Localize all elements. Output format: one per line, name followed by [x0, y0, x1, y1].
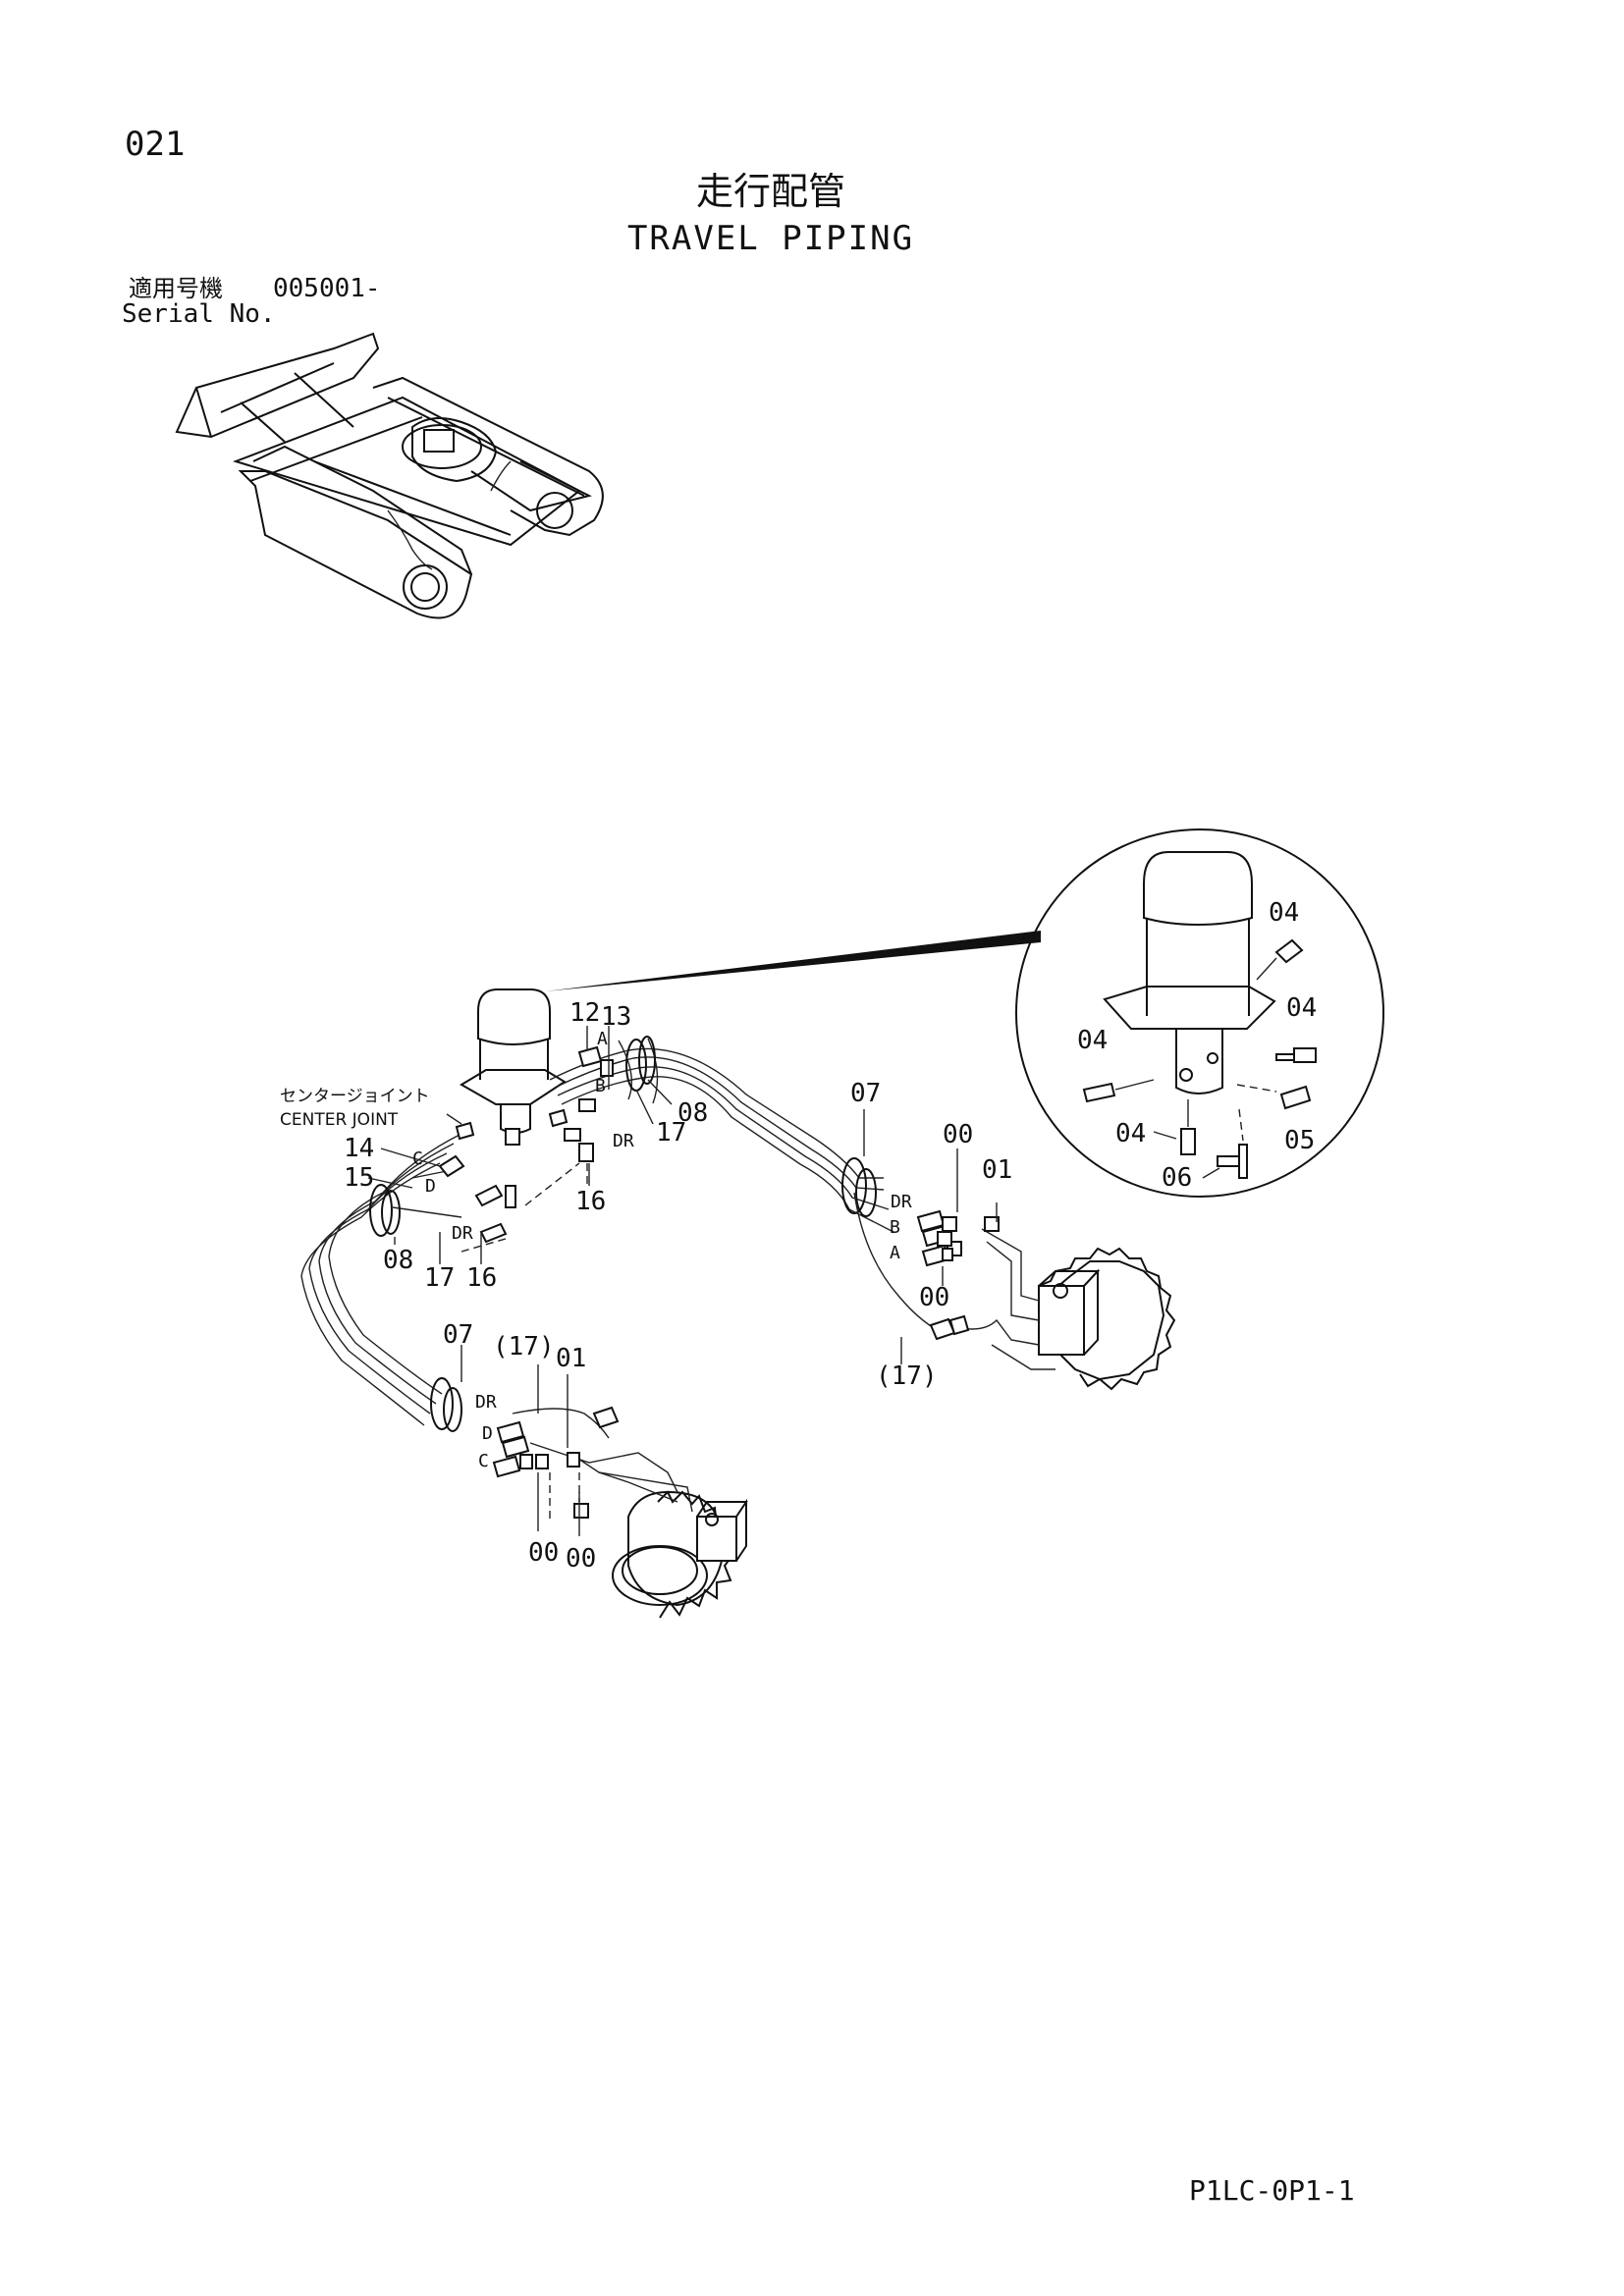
callout-00: 00: [919, 1283, 949, 1312]
callout-05: 05: [1284, 1126, 1315, 1155]
callout-04: 04: [1115, 1119, 1146, 1148]
port-label-d: D: [425, 1176, 436, 1197]
callout-07: 07: [850, 1079, 881, 1108]
callout-17-ref: (17): [876, 1362, 938, 1391]
port-label-a: A: [890, 1243, 900, 1263]
drawing-code: P1LC-0P1-1: [1189, 2174, 1355, 2207]
serial-label: Serial No.: [122, 299, 276, 329]
port-label-c: C: [412, 1148, 423, 1169]
callout-04: 04: [1269, 898, 1299, 928]
serial-number-value: 005001-: [273, 274, 381, 303]
callout-17: 17: [656, 1118, 686, 1148]
callout-00: 00: [943, 1120, 973, 1149]
detail-pointer: [545, 931, 1041, 991]
port-label-a: A: [597, 1029, 608, 1049]
travel-motor-right: [916, 1209, 1176, 1391]
callout-13: 13: [601, 1002, 631, 1032]
callout-00: 00: [528, 1538, 559, 1568]
fittings-center: [438, 1045, 614, 1253]
callout-01: 01: [556, 1344, 586, 1373]
port-label-b: B: [595, 1076, 606, 1096]
travel-motor-left: [492, 1406, 748, 1619]
port-label-dr: DR: [475, 1392, 497, 1413]
port-label-dr: DR: [613, 1131, 634, 1151]
callout-01: 01: [982, 1155, 1012, 1185]
center-joint-detail-view: 04 04 04 04 05 06: [1015, 828, 1384, 1198]
callout-04: 04: [1077, 1026, 1108, 1055]
callout-00: 00: [566, 1544, 596, 1574]
callout-14: 14: [344, 1134, 374, 1163]
callout-12: 12: [569, 998, 600, 1028]
callout-04: 04: [1286, 993, 1317, 1023]
center-joint: [460, 988, 567, 1134]
page-title: TRAVEL PIPING: [626, 219, 915, 258]
leader-lines: [367, 1026, 998, 1536]
callout-16: 16: [466, 1263, 497, 1293]
callout-08: 08: [383, 1246, 413, 1275]
port-label-dr: DR: [891, 1192, 912, 1212]
callout-07: 07: [443, 1320, 473, 1350]
port-label-b: B: [890, 1217, 900, 1238]
hose-bundle-right: [549, 1036, 948, 1336]
callout-16: 16: [575, 1187, 606, 1216]
page-number: 021: [125, 125, 186, 164]
center-joint-label: CENTER JOINT: [280, 1110, 399, 1130]
page-title-japanese: 走行配管: [695, 170, 845, 213]
port-label-c: C: [478, 1451, 489, 1471]
callout-08: 08: [677, 1098, 708, 1128]
port-label-dr: DR: [452, 1223, 473, 1244]
callout-06: 06: [1162, 1163, 1192, 1193]
callout-17: 17: [424, 1263, 455, 1293]
port-label-d: D: [482, 1423, 493, 1444]
center-joint-label-japanese: センタージョイント: [280, 1087, 430, 1106]
callout-17-ref: (17): [493, 1332, 555, 1362]
machine-overview-illustration: [175, 332, 604, 619]
callout-15: 15: [344, 1163, 374, 1193]
hose-bundle-left: [300, 1133, 462, 1432]
serial-label-japanese: 適用号機: [129, 275, 223, 302]
